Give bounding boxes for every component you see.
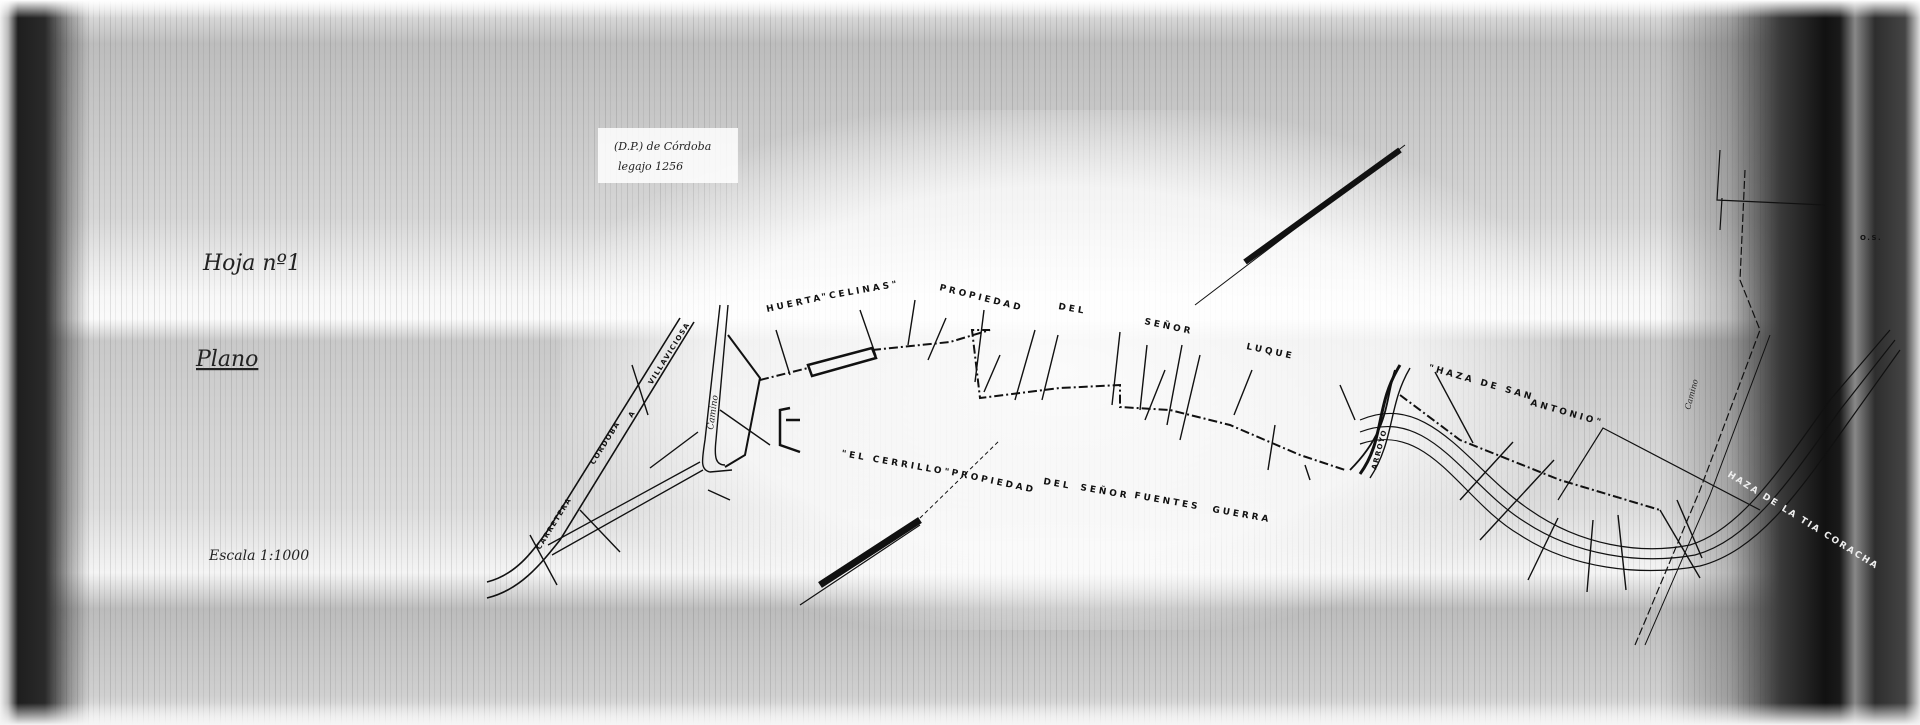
alignment-line: ARROYO [759,329,1661,511]
archive-note-line2: legajo 1256 [618,160,683,173]
label-propiedad-2: PROPIEDAD [950,468,1036,496]
sheet-title: Hoja nº1 [202,251,301,276]
os-label: O.S. [1860,234,1882,242]
road-label-villaviciosa: VILLAVICIOSA [647,321,692,386]
label-guerra: GUERRA [1211,505,1272,525]
camino-right-label: Camino [1683,378,1700,410]
section-ticks [529,299,1703,593]
road-label-carretera: CARRETERA [535,496,574,551]
scan-margin-top [0,0,1920,18]
archive-note: (D.P.) de Córdoba legajo 1256 [598,128,738,183]
road-label-a: A [627,409,637,419]
label-fuentes: FUENTES [1133,491,1201,512]
label-huerta: HUERTA [766,293,825,315]
label-propiedad-1: PROPIEDAD [938,283,1024,314]
structures [778,144,1406,606]
label-luque: LUQUE [1245,342,1295,362]
sheet-subtitle: Plano [195,347,258,372]
road-label-cordoba: CORDOBA [589,420,622,466]
label-senor-2: SEÑOR [1079,482,1130,501]
label-senor-1: SEÑOR [1143,316,1194,337]
scan-margin-bottom [0,703,1920,725]
river-curve: Camino O.S. [1359,149,1901,646]
label-del-1: DEL [1057,302,1087,317]
label-celinas: "CELINAS" [821,279,901,303]
label-haza-san-antonio-2: ANTONIO" [1529,398,1604,428]
scale-label: Escala 1:1000 [208,548,309,564]
archive-note-line1: (D.P.) de Córdoba [614,140,711,153]
scan-edge-left [0,0,90,725]
camino-label: Camino [706,394,721,431]
label-el-cerrillo: "EL CERRILLO" [840,449,952,478]
camino-left: Camino [701,304,762,473]
label-haza-san-antonio-1: "HAZA DE SAN [1427,363,1535,403]
road-carretera: CARRETERA CORDOBA A VILLAVICIOSA [486,317,704,599]
label-del-2: DEL [1042,477,1072,492]
property-labels: HUERTA "CELINAS" PROPIEDAD DEL SEÑOR LUQ… [766,279,1881,572]
paper-wash [560,110,1560,630]
